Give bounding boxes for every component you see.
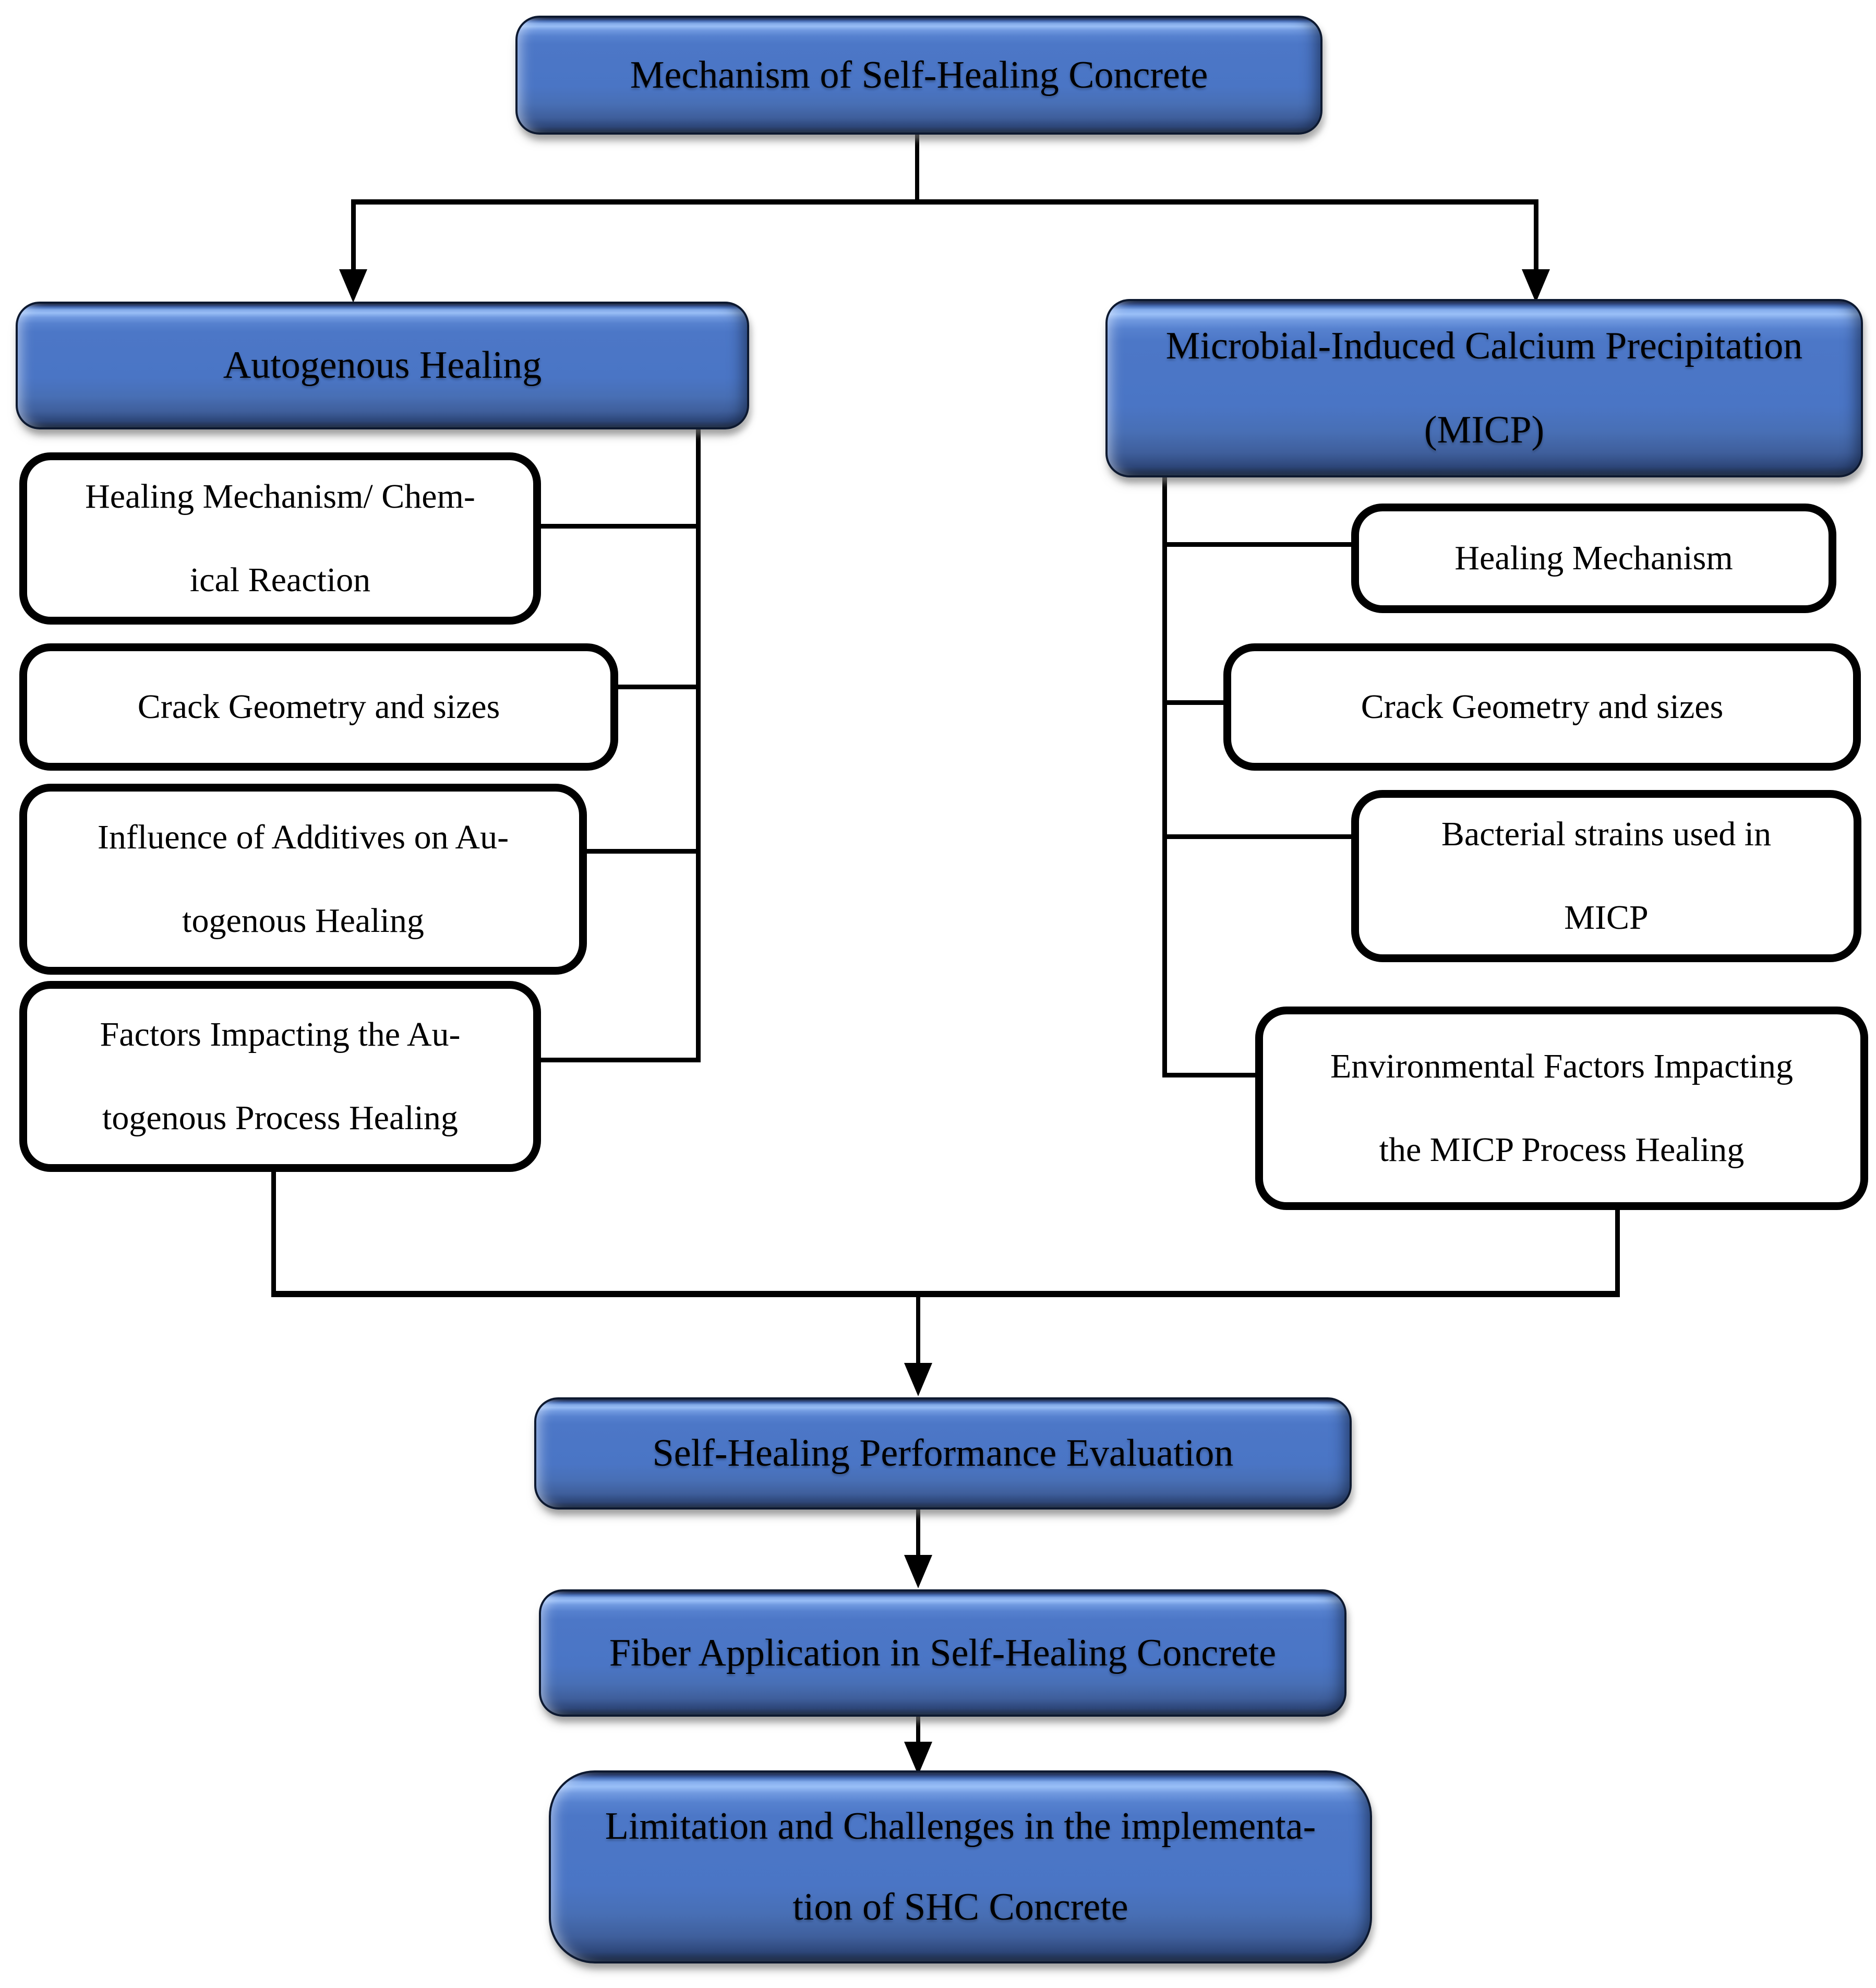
node-auto-factors-line2: togenous Process Healing xyxy=(102,1099,458,1137)
connector-left-stub-3 xyxy=(585,849,698,854)
node-auto-healing-mechanism-line2: ical Reaction xyxy=(189,561,371,599)
connector-right-stub-4 xyxy=(1164,1073,1257,1077)
node-root-label: Mechanism of Self-Healing Concrete xyxy=(630,53,1208,97)
arrowhead-eval-icon xyxy=(904,1363,932,1396)
node-auto-factors-line1: Factors Impacting the Au- xyxy=(100,1015,461,1053)
connector-left-stub-1 xyxy=(539,524,698,529)
node-limitations-line2: tion of SHC Concrete xyxy=(792,1886,1128,1929)
connector-left-trunk xyxy=(696,427,701,1062)
connector-left-stub-2 xyxy=(616,685,698,689)
node-auto-additives-line2: togenous Healing xyxy=(182,902,424,940)
node-performance-evaluation: Self-Healing Performance Evaluation xyxy=(534,1397,1352,1510)
connector-left-branch-shaft xyxy=(351,202,356,273)
arrowhead-right-branch-icon xyxy=(1522,269,1550,303)
node-auto-healing-mechanism: Healing Mechanism/ Chem- ical Reaction xyxy=(19,452,541,625)
connector-merge-left-drop xyxy=(271,1172,276,1297)
connector-left-stub-4 xyxy=(539,1058,698,1062)
connector-fiber-arrow-shaft xyxy=(916,1510,920,1559)
node-fiber-application-label: Fiber Application in Self-Healing Concre… xyxy=(609,1631,1277,1674)
node-fiber-application: Fiber Application in Self-Healing Concre… xyxy=(539,1589,1346,1717)
node-micp-healing-mechanism: Healing Mechanism xyxy=(1351,504,1836,613)
node-micp-bacterial-strains-line2: MICP xyxy=(1564,899,1649,937)
node-auto-factors: Factors Impacting the Au- togenous Proce… xyxy=(19,981,541,1172)
node-limitations-line1: Limitation and Challenges in the impleme… xyxy=(605,1805,1316,1848)
node-micp-healing-mechanism-label: Healing Mechanism xyxy=(1454,539,1733,577)
node-micp-environmental-factors-line1: Environmental Factors Impacting xyxy=(1330,1047,1794,1085)
node-micp-line2: (MICP) xyxy=(1424,409,1545,451)
node-autogenous-healing-label: Autogenous Healing xyxy=(223,344,542,387)
connector-right-stub-1 xyxy=(1164,542,1352,547)
connector-right-stub-3 xyxy=(1164,834,1352,839)
arrowhead-fiber-icon xyxy=(904,1555,932,1588)
connector-right-branch-shaft xyxy=(1534,202,1538,273)
node-limitations: Limitation and Challenges in the impleme… xyxy=(549,1770,1372,1963)
node-micp-environmental-factors: Environmental Factors Impacting the MICP… xyxy=(1255,1007,1868,1210)
connector-merge-right-drop xyxy=(1615,1210,1620,1297)
arrowhead-left-branch-icon xyxy=(339,269,367,303)
connector-limitation-arrow-shaft xyxy=(916,1717,920,1746)
node-auto-additives-line1: Influence of Additives on Au- xyxy=(97,818,509,856)
connector-right-trunk xyxy=(1162,477,1167,1077)
connector-branch-bar xyxy=(351,199,1538,205)
node-auto-additives: Influence of Additives on Au- togenous H… xyxy=(19,784,587,975)
node-performance-evaluation-label: Self-Healing Performance Evaluation xyxy=(652,1432,1234,1475)
node-autogenous-healing: Autogenous Healing xyxy=(16,302,749,429)
arrowhead-limitation-icon xyxy=(904,1742,932,1775)
connector-root-stem xyxy=(915,134,919,202)
node-micp-crack-geometry: Crack Geometry and sizes xyxy=(1223,643,1861,771)
node-auto-crack-geometry: Crack Geometry and sizes xyxy=(19,643,618,771)
connector-right-stub-2 xyxy=(1164,700,1225,705)
node-micp: Microbial-Induced Calcium Precipitation … xyxy=(1105,299,1863,477)
node-micp-environmental-factors-line2: the MICP Process Healing xyxy=(1379,1131,1745,1169)
node-micp-bacterial-strains: Bacterial strains used in MICP xyxy=(1351,790,1861,962)
node-micp-bacterial-strains-line1: Bacterial strains used in xyxy=(1441,815,1772,853)
node-micp-line1: Microbial-Induced Calcium Precipitation xyxy=(1165,325,1803,367)
node-root: Mechanism of Self-Healing Concrete xyxy=(515,16,1322,135)
node-micp-crack-geometry-label: Crack Geometry and sizes xyxy=(1361,688,1724,726)
node-auto-crack-geometry-label: Crack Geometry and sizes xyxy=(137,688,500,726)
connector-eval-arrow-shaft xyxy=(916,1297,920,1367)
node-auto-healing-mechanism-line1: Healing Mechanism/ Chem- xyxy=(85,477,475,516)
connector-merge-bar xyxy=(271,1291,1620,1297)
